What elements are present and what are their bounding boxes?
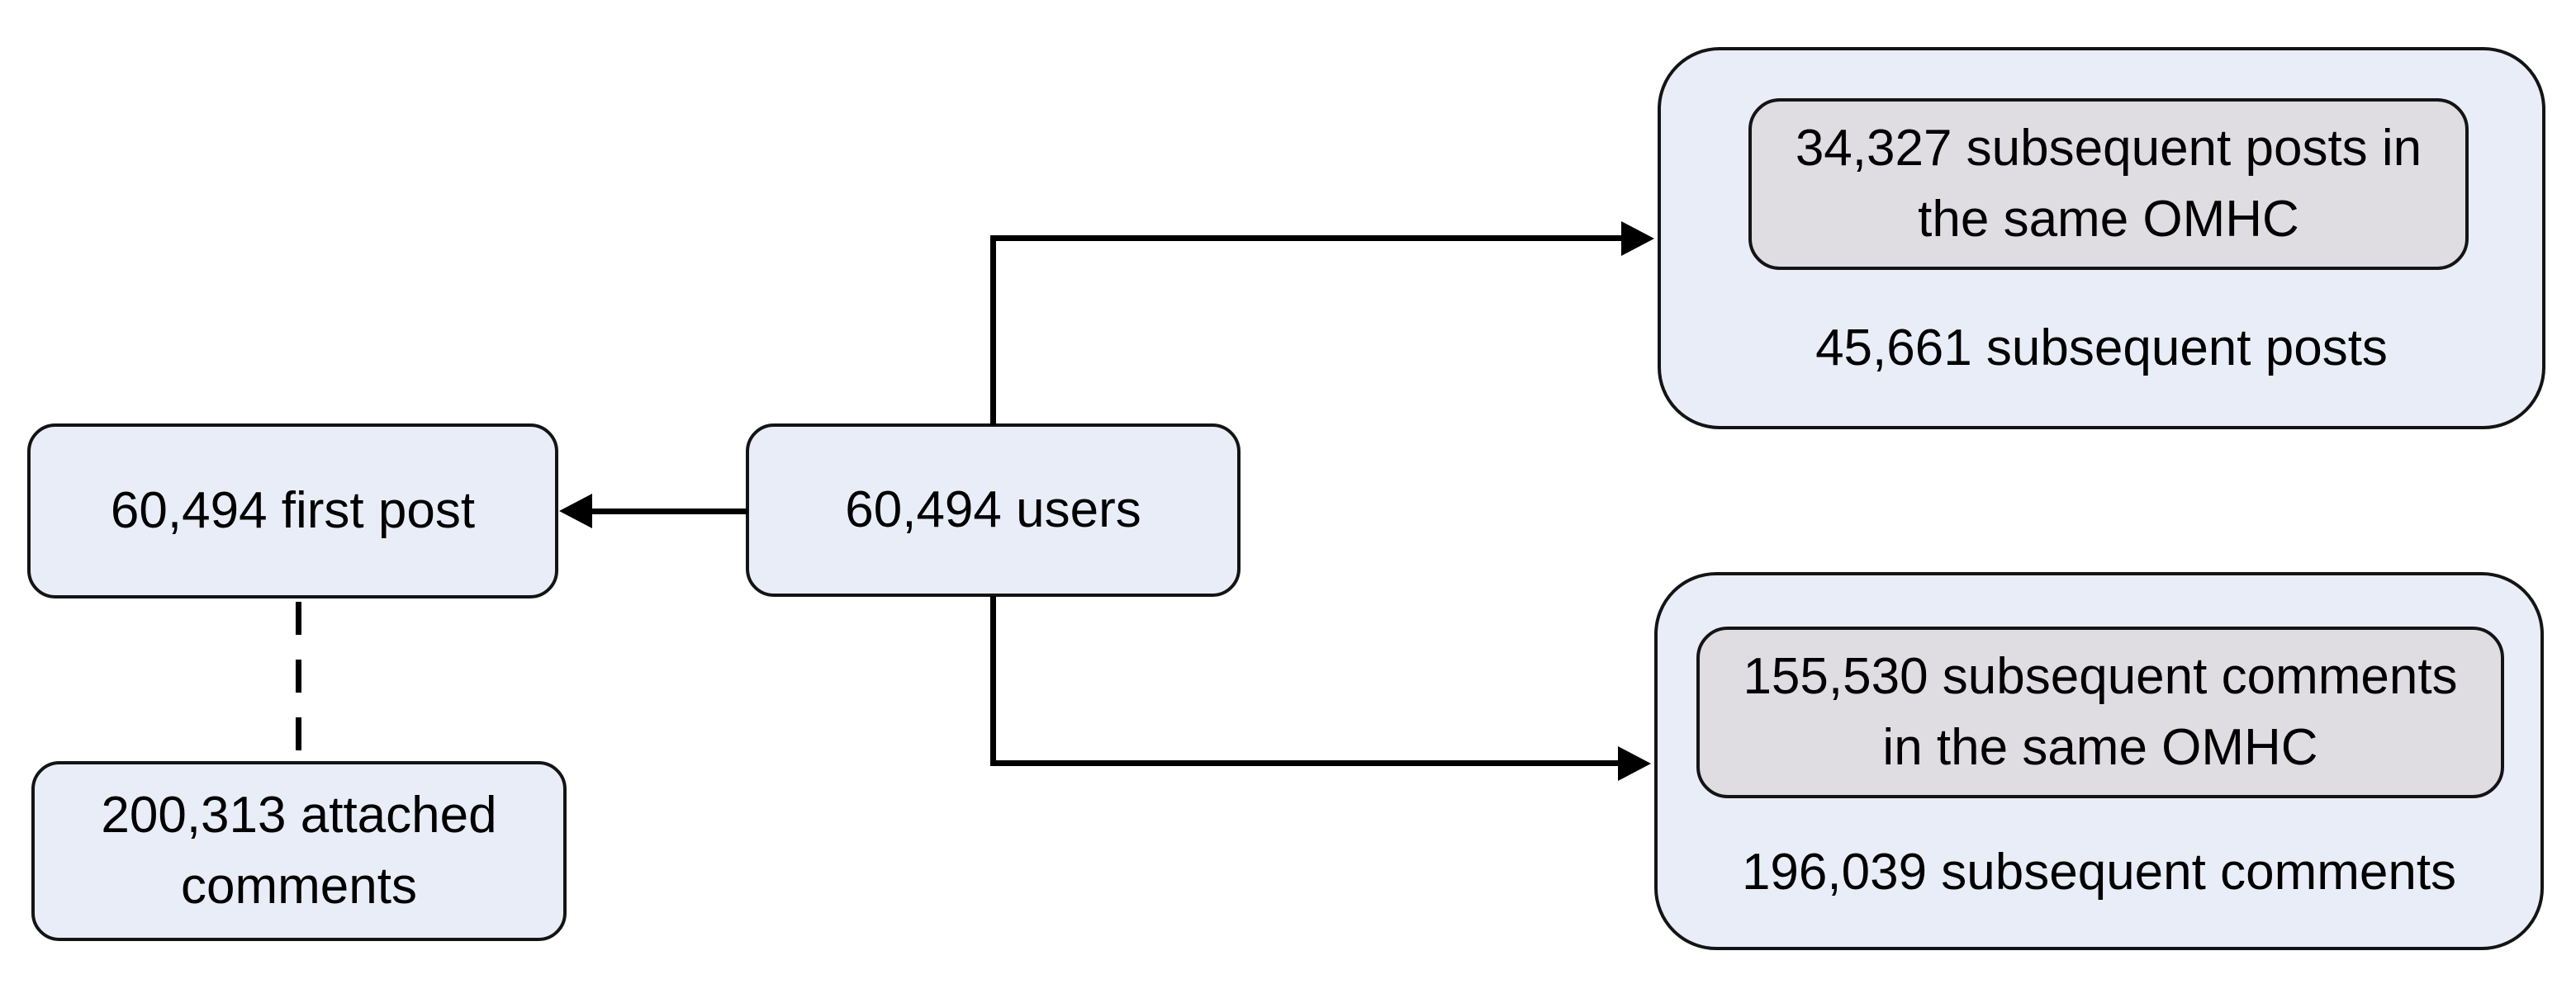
attached-comments-label-line2: comments <box>181 858 417 915</box>
connector-users-to-comments-horizontal <box>990 760 1623 766</box>
connector-users-to-comments-vertical <box>990 596 996 764</box>
attached-comments-box: 200,313 attached comments <box>31 761 567 941</box>
subsequent-comments-highlight-line1: 155,530 subsequent comments <box>1743 648 2458 705</box>
first-post-label: 60,494 first post <box>110 482 476 539</box>
arrow-users-to-comments-head <box>1618 746 1651 781</box>
connector-users-to-posts-vertical <box>990 238 996 425</box>
arrow-users-to-posts-head <box>1621 221 1654 256</box>
first-post-box: 60,494 first post <box>27 423 558 598</box>
subsequent-comments-caption-area: 196,039 subsequent comments <box>1658 798 2540 947</box>
attached-comments-label-line1: 200,313 attached <box>101 787 497 844</box>
dashed-link-first-post-to-attached-comments <box>296 602 301 761</box>
subsequent-comments-highlight-box: 155,530 subsequent comments in the same … <box>1696 627 2504 798</box>
subsequent-comments-highlight-line2: in the same OMHC <box>1882 719 2318 776</box>
arrow-users-to-first-post-line <box>582 509 747 514</box>
users-label: 60,494 users <box>845 481 1141 538</box>
connector-users-to-posts-horizontal <box>990 235 1626 241</box>
subsequent-posts-caption-area: 45,661 subsequent posts <box>1661 270 2542 426</box>
subsequent-posts-highlight-line2: the same OMHC <box>1918 191 2299 248</box>
subsequent-comments-caption: 196,039 subsequent comments <box>1741 844 2457 901</box>
subsequent-posts-highlight-line1: 34,327 subsequent posts in <box>1795 120 2422 177</box>
subsequent-comments-group-box: 155,530 subsequent comments in the same … <box>1654 572 2544 950</box>
users-box: 60,494 users <box>746 423 1241 597</box>
subsequent-posts-caption: 45,661 subsequent posts <box>1815 319 2388 376</box>
arrow-users-to-first-post-head <box>559 494 592 528</box>
subsequent-posts-group-box: 34,327 subsequent posts in the same OMHC… <box>1658 47 2545 429</box>
subsequent-posts-highlight-box: 34,327 subsequent posts in the same OMHC <box>1748 98 2469 270</box>
